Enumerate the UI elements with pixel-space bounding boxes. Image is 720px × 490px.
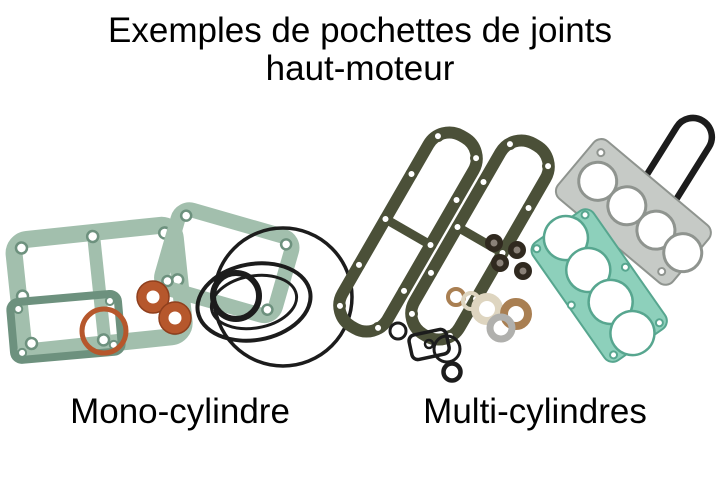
caption-multi-cylindres: Multi-cylindres (423, 392, 647, 431)
title-line-2: haut-moteur (265, 49, 455, 88)
small-o-rings (388, 321, 463, 383)
multi-head-gasket (530, 208, 668, 363)
page-title: Exemples de pochettes de joints haut-mot… (0, 12, 720, 88)
washers (446, 287, 532, 343)
gasket-kits-photo (0, 100, 720, 400)
orange-o-ring (79, 306, 129, 356)
mono-cylinder-kit (5, 202, 354, 368)
title-line-1: Exemples de pochettes de joints (108, 11, 612, 50)
gasket-kits-illustration (5, 114, 716, 383)
valve-cover-gasket-1 (333, 126, 483, 338)
mono-bottom-gasket (6, 289, 126, 364)
gray-head-gasket (554, 138, 712, 286)
caption-mono-cylindre: Mono-cylindre (70, 392, 290, 431)
valve-stem-seals (485, 234, 532, 280)
mono-o-rings (195, 226, 354, 368)
orange-exhaust-gaskets (136, 280, 192, 335)
multi-cylinder-kit (333, 114, 716, 383)
